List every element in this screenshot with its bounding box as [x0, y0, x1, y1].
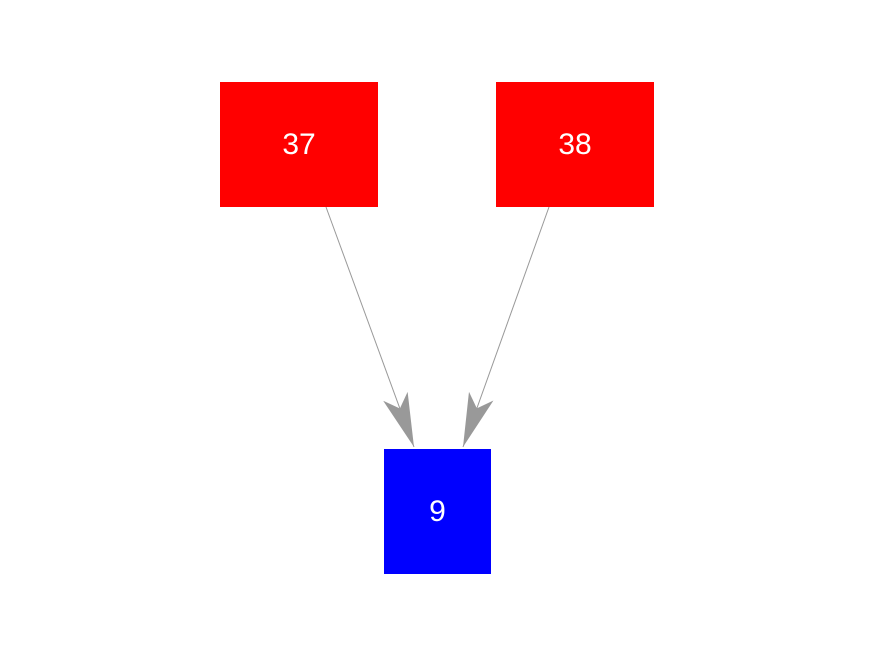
node-label: 38 — [558, 127, 592, 161]
node-37: 37 — [220, 82, 378, 207]
node-9: 9 — [384, 449, 491, 574]
node-38: 38 — [496, 82, 654, 207]
edge-38-to-9 — [462, 206, 550, 448]
node-label: 9 — [429, 494, 446, 528]
node-label: 37 — [282, 127, 316, 161]
edge-37-to-9 — [325, 206, 415, 448]
